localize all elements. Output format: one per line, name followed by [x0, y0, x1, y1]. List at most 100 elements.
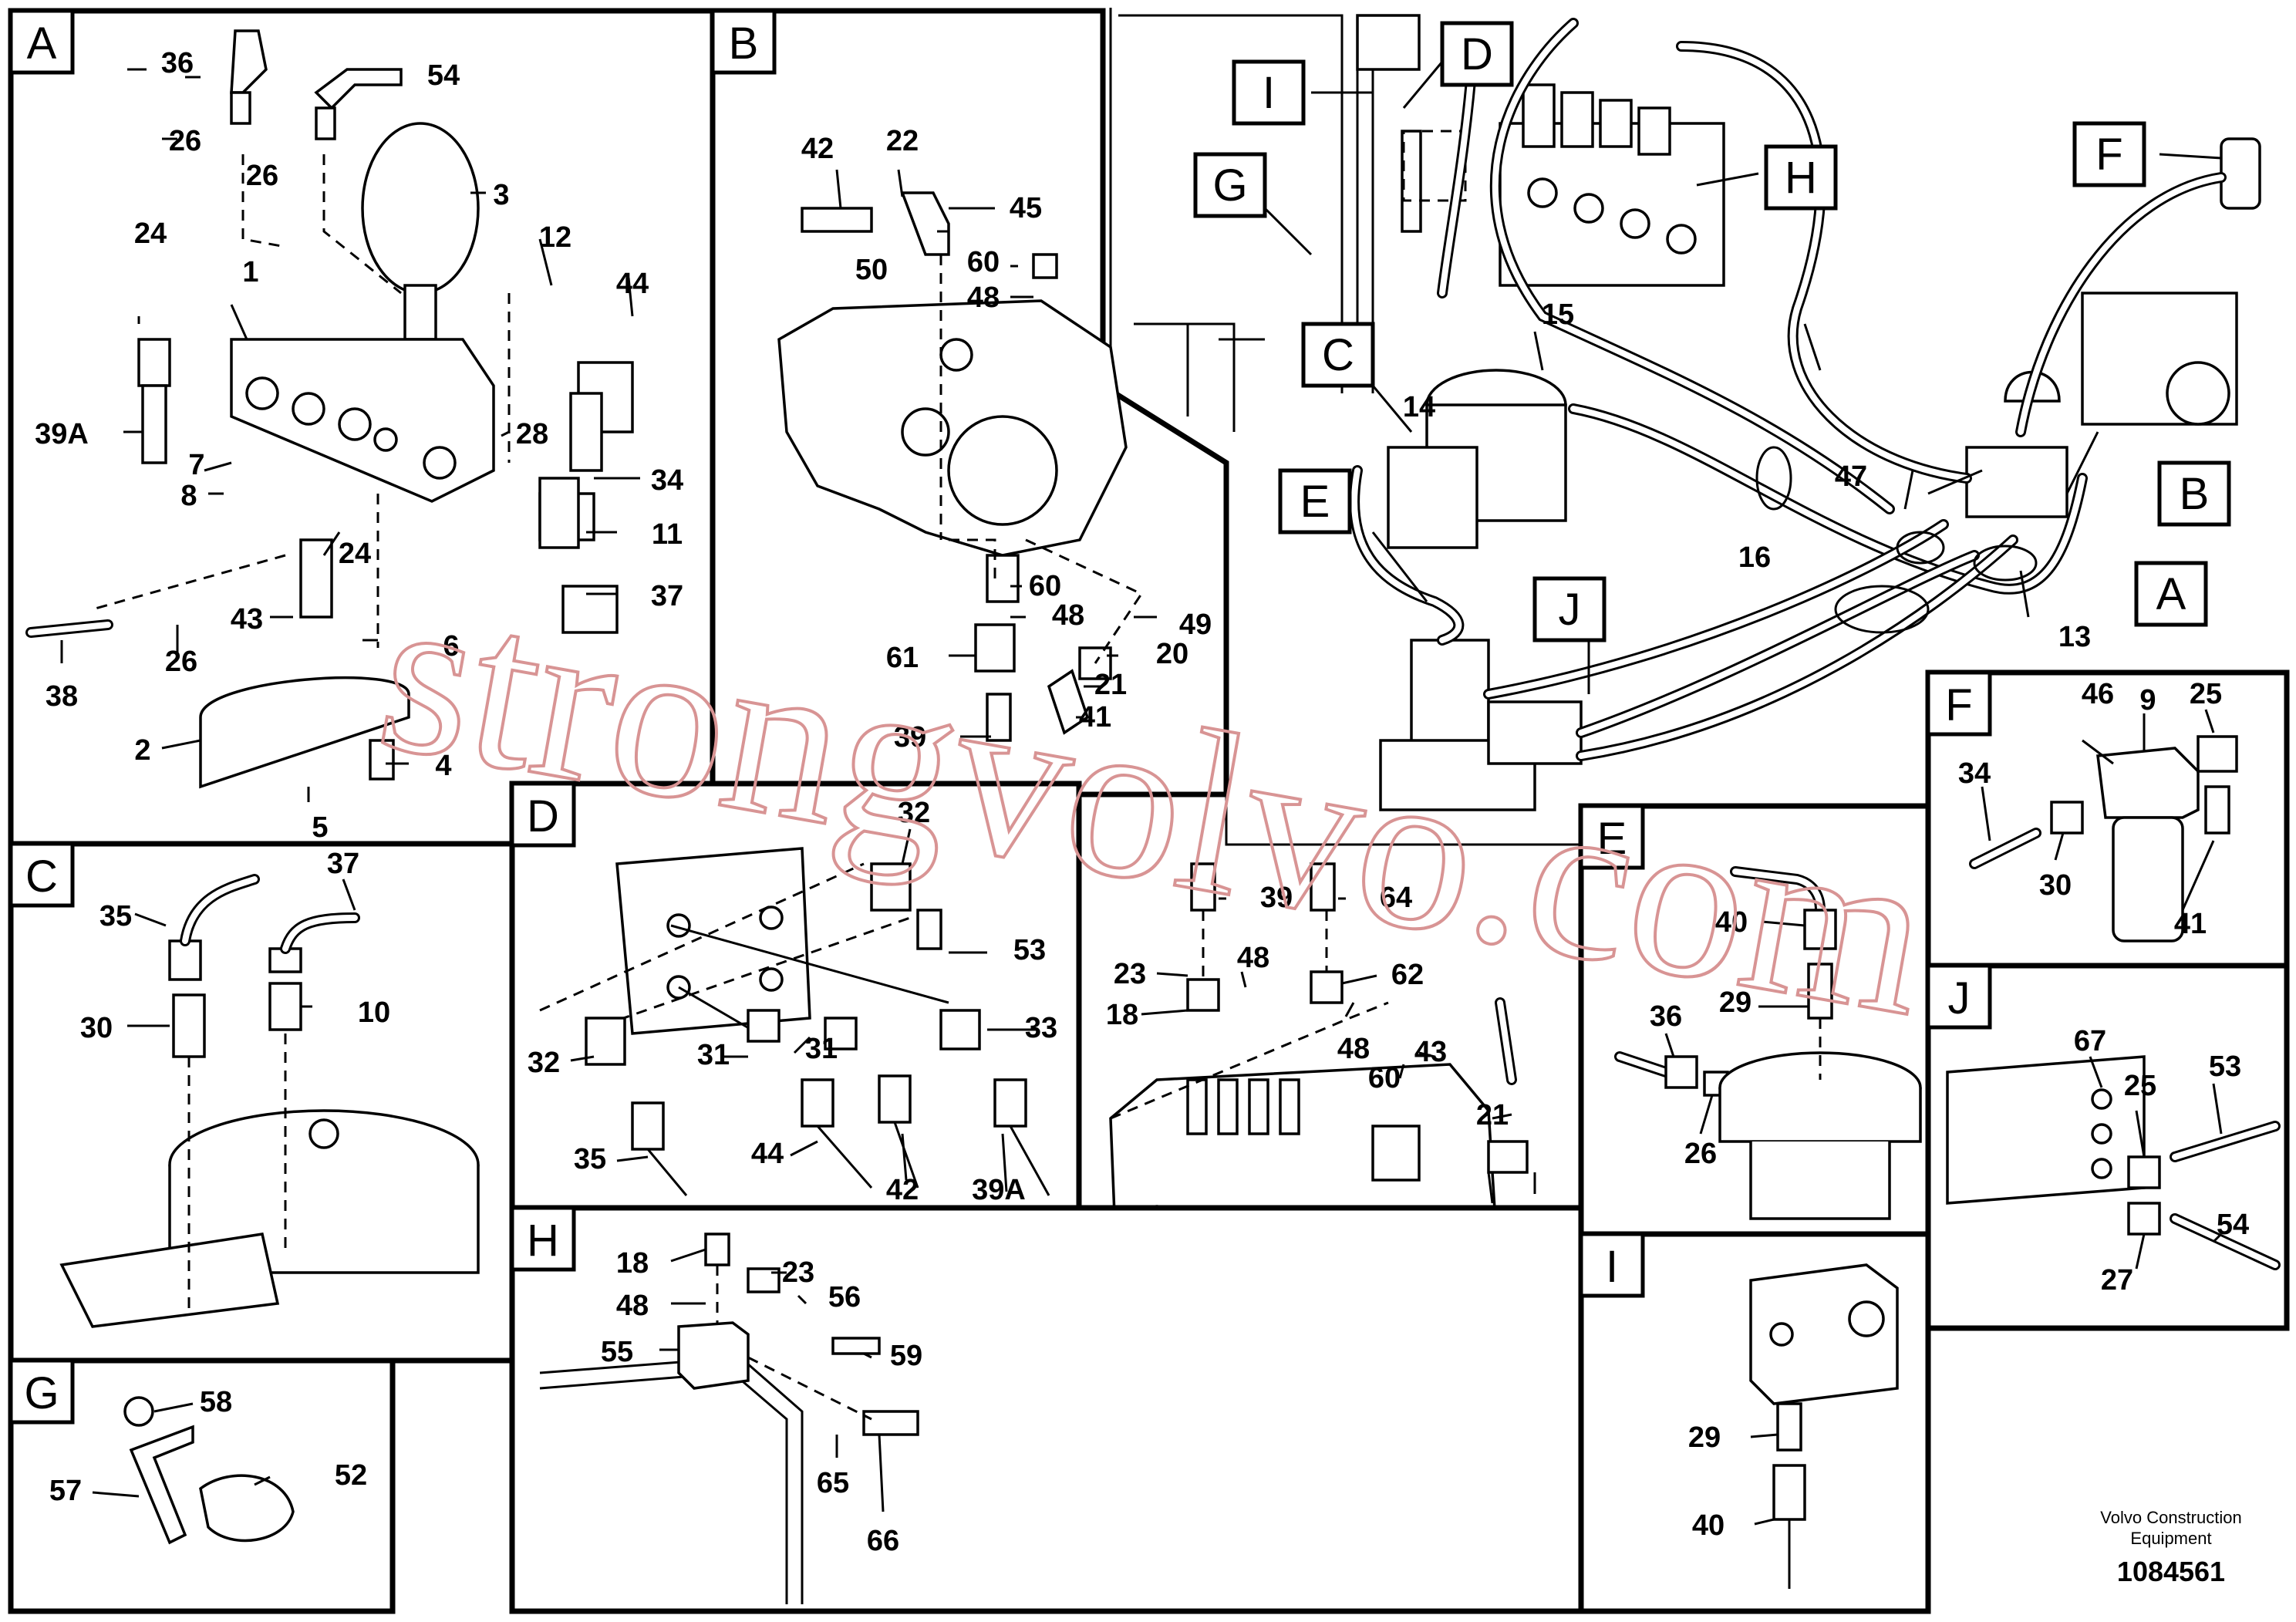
panel-b-label-50: 50: [855, 254, 888, 286]
panel-a-label-8: 8: [180, 480, 197, 512]
panel-g-label-58: 58: [200, 1386, 232, 1418]
panel-a-label-28: 28: [516, 418, 548, 450]
tag-a-label: A: [2156, 569, 2186, 619]
panel-b-label-48a: 48: [967, 282, 1000, 314]
valve-label-21: 21: [1476, 1099, 1509, 1131]
bracket: [199, 676, 410, 789]
valve-label-60: 60: [1368, 1062, 1401, 1094]
panel-b-label-22: 22: [886, 125, 919, 157]
overview-tag-e: E: [1278, 468, 1352, 534]
panel-e-label-26: 26: [1684, 1138, 1717, 1170]
panel-j-label-25: 25: [2124, 1070, 2156, 1102]
panel-f-tag: F: [1945, 680, 1972, 730]
panel-c: C 35 37 30 10: [8, 841, 515, 1364]
panel-b-label-41: 41: [1079, 701, 1111, 733]
tag-h-label: H: [1785, 153, 1817, 203]
panel-h-label-59: 59: [890, 1340, 922, 1372]
panel-e-label-29: 29: [1719, 986, 1752, 1019]
panel-b-tag: B: [729, 19, 759, 69]
panel-a-label-1: 1: [242, 256, 258, 288]
panel-j-tag: J: [1948, 973, 1971, 1023]
panel-c-label-30: 30: [80, 1012, 113, 1044]
valve-label-23a: 23: [1114, 958, 1146, 990]
panel-a-label-11: 11: [652, 518, 683, 551]
panel-a-label-36: 36: [161, 47, 194, 79]
panel-h: H 18 23 48 56 55 59 65 66: [509, 1205, 1584, 1614]
panel-e-label-40: 40: [1715, 906, 1748, 939]
panel-b: B 42 22 45 50 60 48 60 48 49 20 61 21 41…: [710, 8, 1229, 798]
valve-label-39: 39: [1260, 882, 1293, 914]
overview-tag-b: B: [2157, 460, 2231, 527]
panel-d-label-31a: 31: [697, 1039, 730, 1071]
footer: Volvo Construction Equipment 1084561: [2100, 1508, 2241, 1587]
tag-c-label: C: [1322, 330, 1354, 380]
panel-a-label-38: 38: [46, 680, 78, 713]
panel-a-label-26b: 26: [246, 160, 278, 192]
tag-i-label: I: [1263, 68, 1275, 118]
panel-j-label-67: 67: [2074, 1025, 2106, 1057]
overview-tag-i: I: [1232, 59, 1306, 126]
panel-f-label-9: 9: [2139, 684, 2156, 717]
panel-d-tag: D: [527, 791, 559, 841]
filter-element: [2112, 816, 2184, 943]
panel-h-label-48: 48: [616, 1290, 649, 1322]
panel-a-label-24b: 24: [339, 538, 371, 570]
panel-d-label-42: 42: [886, 1174, 919, 1206]
drawing-number: 1084561: [2117, 1556, 2225, 1587]
brand-line-2: Equipment: [2130, 1529, 2211, 1548]
panel-g-tag: G: [24, 1368, 59, 1418]
overview-swivel: [1379, 369, 1567, 811]
panel-a-label-2: 2: [134, 734, 150, 767]
panel-a-tag: A: [27, 19, 57, 69]
panel-c-label-10: 10: [358, 996, 390, 1029]
panel-b-label-60b: 60: [1029, 570, 1061, 602]
panel-h-label-23: 23: [782, 1256, 814, 1289]
overview-label-15: 15: [1542, 298, 1574, 331]
panel-e-label-36: 36: [1650, 1000, 1682, 1033]
panel-h-label-66: 66: [867, 1525, 899, 1557]
panel-b-label-60a: 60: [967, 246, 1000, 278]
panel-a-label-26a: 26: [169, 125, 201, 157]
panel-a-label-5: 5: [312, 811, 328, 844]
panel-j: J 67 53 25 54 27: [1925, 963, 2290, 1331]
panel-e-tag: E: [1597, 814, 1627, 864]
panel-d-label-33: 33: [1025, 1012, 1057, 1044]
valve-label-62: 62: [1391, 959, 1424, 991]
panel-b-label-45: 45: [1010, 192, 1042, 224]
panel-a-label-4: 4: [435, 750, 451, 782]
panel-f: F 46 9 25 34 30 41: [1925, 669, 2290, 969]
panel-b-label-49: 49: [1179, 609, 1212, 641]
overview-label-16: 16: [1738, 541, 1771, 574]
overview-control-valve: [1499, 83, 1725, 287]
tag-b-label: B: [2180, 469, 2210, 519]
panel-d-label-32b: 32: [528, 1047, 560, 1079]
overview-label-47: 47: [1835, 460, 1867, 493]
panel-a-label-24a: 24: [134, 218, 167, 250]
panel-b-label-42: 42: [801, 133, 834, 165]
panel-j-label-54: 54: [2217, 1209, 2249, 1241]
panel-a-label-44: 44: [616, 268, 649, 300]
overview-label-13: 13: [2058, 621, 2091, 653]
panel-a-label-54: 54: [427, 59, 460, 92]
valve-block-j: [1946, 1055, 2146, 1205]
overview-pump: [2004, 137, 2261, 426]
panel-b-label-39: 39: [894, 721, 926, 754]
panel-f-label-34: 34: [1958, 757, 1991, 790]
panel-b-label-48b: 48: [1052, 599, 1084, 632]
panel-c-label-35: 35: [99, 900, 132, 932]
valve-label-43: 43: [1414, 1036, 1447, 1068]
panel-j-label-27: 27: [2101, 1264, 2133, 1297]
overview-tag-c: C: [1301, 322, 1375, 388]
panel-f-label-41: 41: [2174, 908, 2207, 940]
panel-g: G 58 52 57: [8, 1357, 396, 1614]
overview-view: [1109, 8, 2261, 846]
accumulator: [361, 122, 480, 295]
overview-tag-d: D: [1440, 21, 1514, 87]
panel-a: A 36 54 26 26 3 24: [8, 8, 716, 847]
panel-a-label-43: 37: [651, 580, 683, 612]
panel-d-label-39a: 39A: [972, 1174, 1026, 1206]
overview-tag-a: A: [2134, 561, 2208, 627]
panel-a-label-7: 7: [188, 449, 204, 481]
overview-tag-f: F: [2072, 121, 2146, 187]
